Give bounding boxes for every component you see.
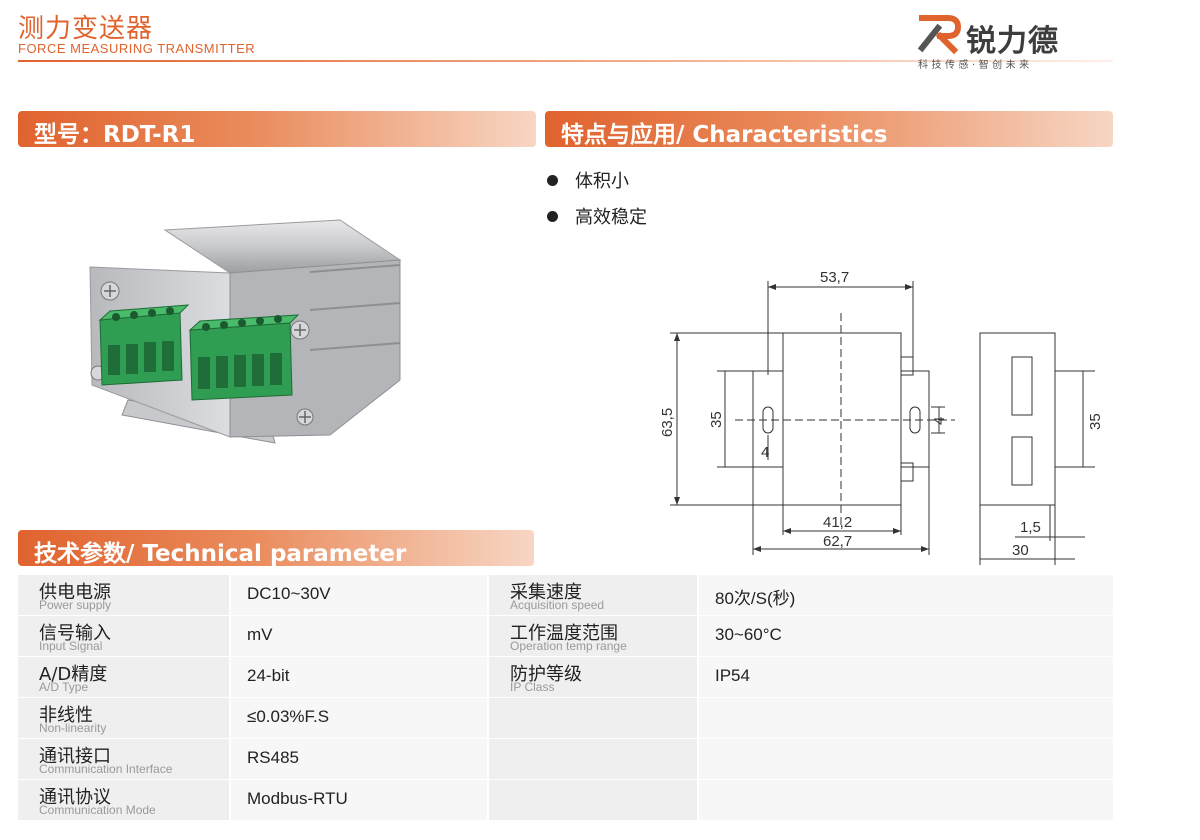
model-bar: 型号：RDT-R1: [18, 111, 536, 148]
param-name-en: Operation temp range: [510, 639, 627, 653]
front-view-outline: [782, 332, 902, 506]
list-item: 体积小: [545, 162, 647, 198]
param-label-cell: [489, 698, 697, 738]
dim-height-left: 63,5: [659, 408, 676, 437]
param-value: DC10~30V: [247, 584, 331, 603]
dim-side-30: 30: [1012, 542, 1029, 559]
characteristics-heading: 特点与应用/ Characteristics: [561, 122, 888, 148]
param-name-en: Communication Mode: [39, 803, 156, 817]
param-name-en: Acquisition speed: [510, 598, 605, 612]
param-name: 采集速度: [510, 582, 582, 603]
side-view-outline: [979, 332, 1056, 506]
param-name-en: A/D Type: [39, 680, 89, 694]
characteristics-bar: 特点与应用/ Characteristics: [545, 111, 1113, 148]
param-name-en: Communication Interface: [39, 762, 173, 776]
dim-inner-35: 35: [708, 411, 725, 428]
param-value-cell: [699, 780, 1113, 820]
param-name: 通讯协议: [39, 787, 111, 808]
param-value: 80次/S(秒): [715, 589, 796, 608]
bullet-icon: [547, 174, 558, 186]
brand-logo: 锐力德 科技传感·智创未来: [917, 14, 1118, 71]
param-value: RS485: [247, 748, 299, 767]
param-name: 非线性: [39, 705, 93, 726]
param-value-cell: 24-bit: [231, 657, 487, 697]
param-value-cell: IP54: [699, 657, 1113, 697]
bullet-icon: [547, 210, 558, 222]
param-value: IP54: [715, 666, 750, 685]
characteristics-list: 体积小 高效稳定: [545, 162, 647, 234]
param-value: mV: [247, 625, 273, 644]
dim-bottom-62: 62,7: [823, 533, 852, 550]
dim-slot-4a: 4: [761, 444, 769, 461]
param-value: 30~60°C: [715, 625, 782, 644]
param-name: A/D精度: [39, 664, 108, 685]
param-value-cell: Modbus-RTU: [231, 780, 487, 820]
param-value-cell: [699, 739, 1113, 779]
param-value: 24-bit: [247, 666, 290, 685]
brand-mark-icon: [917, 15, 962, 55]
technical-heading: 技术参数/ Technical parameter: [34, 541, 407, 567]
param-value-cell: 30~60°C: [699, 616, 1113, 656]
dim-width-top: 53,7: [820, 269, 849, 286]
list-item: 高效稳定: [545, 198, 647, 234]
dimension-drawing: 53,7 63,5 35 4 4 41,2 62,7 35 1,5 30: [659, 269, 1104, 565]
dim-side-35: 35: [1087, 413, 1104, 430]
param-name: 防护等级: [510, 664, 582, 685]
param-name-en: Power supply: [39, 598, 112, 612]
product-image: [89, 219, 402, 444]
param-label-cell: [489, 780, 697, 820]
param-name: 供电电源: [39, 582, 111, 603]
dim-slot-4b: 4: [931, 417, 948, 425]
characteristic-text: 体积小: [575, 171, 629, 192]
characteristic-text: 高效稳定: [575, 207, 647, 228]
page-title: 测力变送器: [18, 14, 154, 44]
page-subtitle: FORCE MEASURING TRANSMITTER: [18, 41, 256, 56]
technical-bar: 技术参数/ Technical parameter: [18, 530, 534, 567]
param-name: 工作温度范围: [510, 623, 618, 644]
param-value: ≤0.03%F.S: [247, 707, 330, 726]
param-value: Modbus-RTU: [247, 789, 348, 808]
header-divider: [18, 60, 1113, 62]
param-name-en: Input Signal: [39, 639, 103, 653]
param-value-cell: mV: [231, 616, 487, 656]
param-name: 通讯接口: [39, 746, 111, 767]
brand-name: 锐力德: [966, 24, 1059, 59]
param-value-cell: RS485: [231, 739, 487, 779]
dim-bottom-41: 41,2: [823, 514, 852, 531]
model-label: 型号：RDT-R1: [34, 122, 196, 148]
param-name-en: Non-linearity: [39, 721, 107, 735]
param-value-cell: 80次/S(秒): [699, 575, 1113, 615]
dim-side-1-5: 1,5: [1020, 519, 1041, 536]
param-name-en: IP Class: [510, 680, 555, 694]
param-value-cell: ≤0.03%F.S: [231, 698, 487, 738]
param-value-cell: [699, 698, 1113, 738]
param-label-cell: [489, 739, 697, 779]
param-name: 信号输入: [39, 623, 111, 644]
brand-slogan: 科技传感·智创未来: [918, 60, 1033, 71]
param-value-cell: DC10~30V: [231, 575, 487, 615]
